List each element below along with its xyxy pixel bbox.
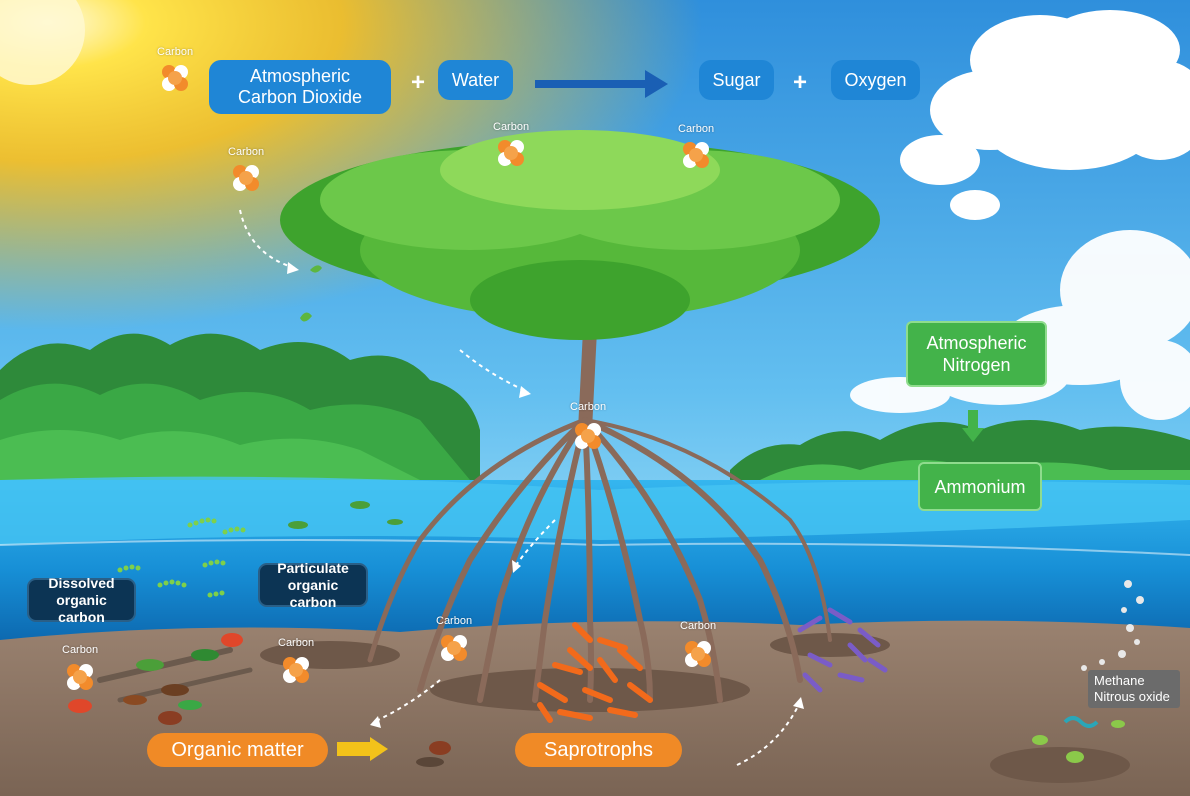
cloud-icon [900, 10, 1190, 220]
carbon-atom-icon [233, 165, 259, 191]
organic-matter-label: Organic matter [147, 733, 328, 767]
carbon-label: Carbon [278, 637, 315, 649]
gas-emissions-label: Methane Nitrous oxide [1088, 670, 1180, 708]
sugar-box: Sugar [699, 60, 774, 100]
carbon-atom-icon [283, 657, 309, 683]
carbon-atom-icon [162, 65, 188, 91]
algae [117, 517, 246, 598]
particulate-organic-carbon-box: Particulate organic carbon [258, 560, 368, 610]
carbon-label: Carbon [680, 620, 717, 632]
microbes [1032, 716, 1125, 763]
carbon-atom-icon [575, 423, 601, 449]
left-forest [0, 333, 480, 500]
carbon-label: Carbon [493, 121, 530, 133]
methane-text: Methane [1094, 673, 1145, 688]
ammonium-box: Ammonium [918, 462, 1042, 511]
carbon-atom-icon [683, 142, 709, 168]
mangrove-canopy [280, 130, 880, 340]
carbon-label: Carbon [678, 123, 715, 135]
carbon-atom-icon [685, 641, 711, 667]
carbon-label: Carbon [570, 401, 607, 413]
leaf-litter [97, 265, 403, 710]
carbon-label: Carbon [228, 146, 265, 158]
saprotrophs-label: Saprotrophs [515, 733, 682, 767]
carbon-atom-icon [441, 635, 467, 661]
carbon-label: Carbon [62, 644, 99, 656]
water-box: Water [438, 60, 513, 100]
crab-icon [68, 633, 451, 755]
atmospheric-carbon-dioxide-box: Atmospheric Carbon Dioxide [209, 60, 391, 114]
oxygen-box: Oxygen [831, 60, 920, 100]
dissolved-organic-carbon-box: Dissolved organic carbon [27, 575, 136, 625]
reaction-arrow-head [645, 70, 668, 98]
plus-sign: + [793, 69, 808, 96]
plus-sign: + [411, 69, 426, 96]
carbon-atom-icon [498, 140, 524, 166]
nitrous-oxide-text: Nitrous oxide [1094, 689, 1170, 704]
gas-bubbles [1081, 580, 1144, 671]
purple-bacteria [797, 607, 888, 693]
sun-icon [0, 0, 85, 85]
atmospheric-nitrogen-box: Atmospheric Nitrogen [906, 321, 1047, 387]
carbon-atom-icon [67, 664, 93, 690]
carbon-label: Carbon [436, 615, 473, 627]
carbon-label: Carbon [157, 46, 194, 58]
saprotroph-bacteria [537, 622, 653, 723]
